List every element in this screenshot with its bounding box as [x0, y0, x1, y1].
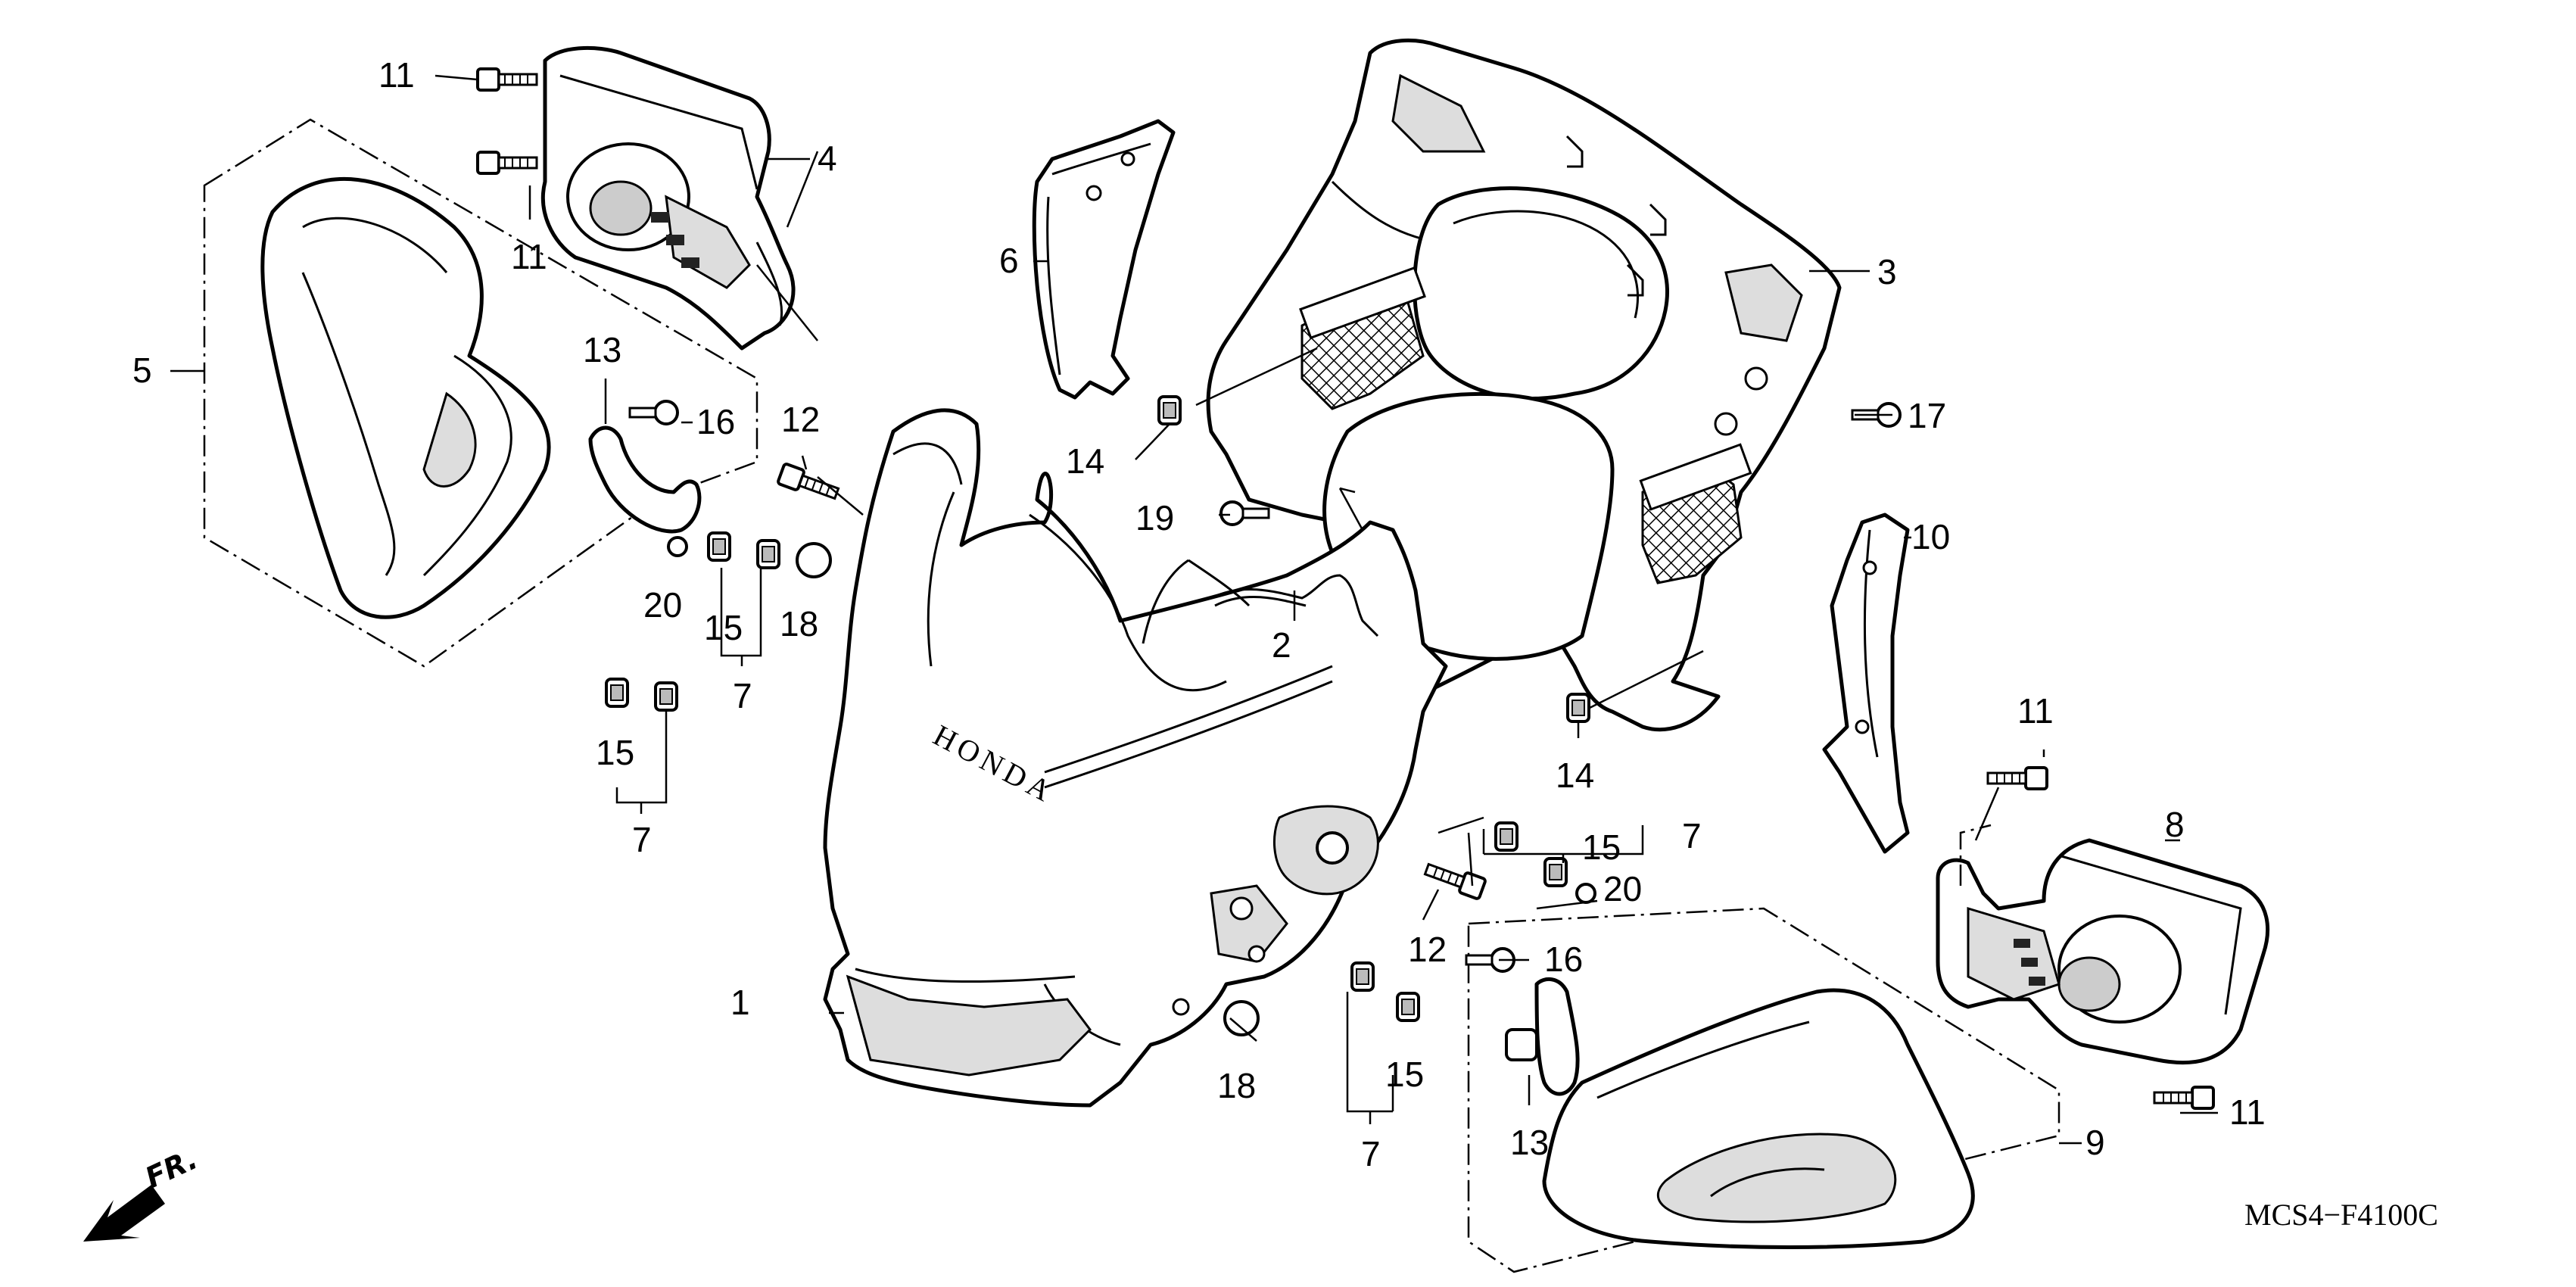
label-7c: 7 [1682, 816, 1702, 855]
part-9-dashed-frame [1467, 907, 2060, 1273]
label-15b: 15 [596, 733, 634, 772]
label-12b: 12 [1408, 930, 1447, 969]
label-4: 4 [818, 139, 837, 178]
part-13-strap-left [588, 425, 702, 534]
bolt-11-b [476, 151, 538, 175]
label-7a: 7 [733, 676, 752, 715]
label-5: 5 [132, 351, 152, 390]
label-11a: 11 [378, 55, 415, 95]
label-17: 17 [1908, 396, 1946, 435]
grommet-15-b [605, 678, 629, 708]
label-7d: 7 [1361, 1134, 1381, 1173]
diagram-code: MCS4−F4100C [2244, 1198, 2438, 1232]
bolt-12-b [1422, 857, 1487, 901]
part-1-front-cowl: HONDA [823, 408, 1448, 1108]
label-15a: 15 [704, 608, 743, 647]
part-6-inner-panel [1032, 119, 1176, 400]
label-11b: 11 [511, 237, 547, 276]
bolt-11-d [2153, 1086, 2215, 1110]
label-16a: 16 [696, 402, 735, 441]
nut-7-d [1350, 961, 1375, 992]
part-10-inner-panel-right [1822, 513, 1910, 854]
grommet-15-d [1396, 992, 1420, 1022]
label-20b: 20 [1603, 869, 1642, 908]
label-7b: 7 [632, 820, 652, 859]
label-6: 6 [999, 241, 1019, 280]
nut-7-b [654, 681, 678, 712]
spring-20-a [667, 536, 688, 557]
label-18a: 18 [780, 604, 818, 644]
clip-14-a [1157, 395, 1182, 425]
label-3: 3 [1877, 252, 1897, 291]
label-14a: 14 [1066, 441, 1104, 481]
fasteners [476, 67, 2215, 1110]
spring-20-b [1575, 883, 1596, 904]
label-15d: 15 [1385, 1055, 1424, 1094]
nut-18-b [1223, 1000, 1260, 1036]
label-16b: 16 [1544, 940, 1583, 979]
label-11d: 11 [2229, 1092, 2266, 1132]
label-12a: 12 [781, 400, 820, 439]
part-13-strap-right [1505, 977, 1580, 1096]
leader-lines [170, 74, 2218, 1145]
nut-18-a [796, 542, 832, 578]
label-13a: 13 [583, 330, 621, 369]
part-5-left-upper-cover-group [203, 118, 758, 668]
nut-7-c [1494, 821, 1519, 852]
part-5-left-upper-cover [260, 176, 551, 619]
screw-19 [1219, 500, 1270, 526]
label-20a: 20 [643, 585, 682, 625]
label-2: 2 [1272, 625, 1291, 665]
part-9-right-upper-cover-group [1467, 907, 2060, 1273]
label-8: 8 [2165, 805, 2185, 844]
bolt-11-a [476, 67, 538, 92]
clip-14-b [1566, 693, 1590, 723]
label-14b: 14 [1556, 756, 1594, 795]
grommet-15-a [707, 531, 731, 562]
label-15c: 15 [1582, 827, 1621, 867]
callout-labels: 1 2 3 4 5 6 7 7 7 7 8 9 10 11 11 11 11 1… [132, 55, 2266, 1173]
label-10: 10 [1911, 517, 1950, 556]
front-direction-indicator: FR. [83, 1142, 203, 1242]
bolt-12-a [776, 462, 842, 506]
part-2-bracket-wire [1210, 574, 1379, 637]
nut-7-a [756, 539, 780, 569]
front-arrow-icon [83, 1185, 165, 1242]
bolt-11-c [1986, 766, 2048, 790]
label-9: 9 [2085, 1123, 2105, 1162]
label-11c: 11 [2017, 691, 2054, 731]
screw-16-a [628, 400, 679, 425]
label-19: 19 [1135, 498, 1174, 538]
label-18b: 18 [1217, 1066, 1256, 1105]
label-13b: 13 [1510, 1123, 1549, 1162]
label-1: 1 [730, 983, 750, 1022]
part-8-right-mirror [1936, 824, 2269, 1065]
part-5-dashed-frame [203, 118, 758, 668]
part-4-left-mirror [540, 46, 796, 351]
